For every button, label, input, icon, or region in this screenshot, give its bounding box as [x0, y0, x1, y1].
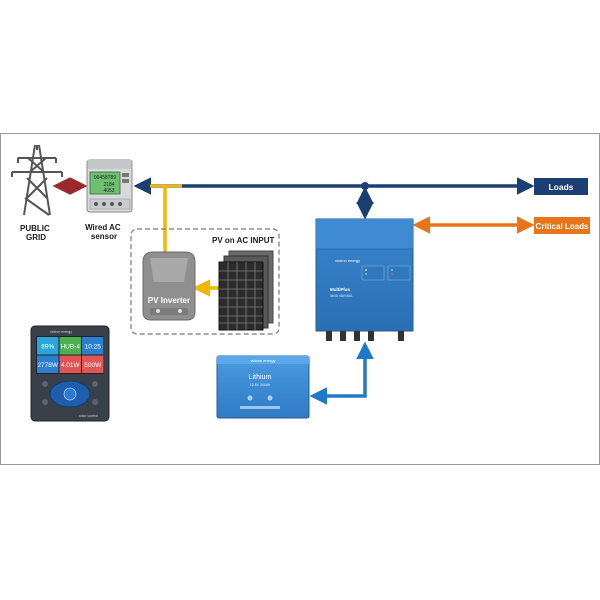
- loads-tag: [534, 178, 588, 195]
- gx-tile-value: HUB-4: [60, 343, 80, 350]
- pv-inverter-label: PV Inverter: [148, 296, 190, 305]
- gx-tile: [59, 337, 81, 355]
- solar-panel-icon: [218, 250, 274, 331]
- gx-tile-value: 4.01W: [61, 362, 81, 369]
- meter-line-3: 4053: [103, 188, 114, 194]
- critical-loads-tag: [534, 217, 590, 234]
- lithium-battery: victron energy Lithium 12.8V 200Ah: [216, 355, 310, 419]
- meter-line-1: 00458789: [94, 175, 116, 181]
- meter-display: [89, 171, 121, 195]
- pv-on-ac-input-box: [130, 228, 280, 335]
- gx-tile-value: 500W: [84, 362, 102, 369]
- power-pylon-icon: [11, 144, 63, 216]
- multiplus-name: MultiPlus: [330, 287, 350, 292]
- dc-battery-line: [309, 341, 374, 405]
- multiplus-spec: 3kVA 48V/35A: [330, 294, 353, 298]
- battery-brand: victron energy: [250, 358, 275, 363]
- ac-sensor-label: Wired AC sensor: [85, 223, 123, 241]
- gx-footer: color control: [79, 414, 98, 418]
- multiplus-inverter: victron energy MultiPlus 3kVA 48V/35A: [315, 218, 414, 341]
- gx-tile: [82, 337, 104, 355]
- pv-inverter: [142, 251, 196, 321]
- loads-label: Loads: [548, 182, 573, 192]
- bus-junction: [361, 182, 369, 190]
- multiplus-brand: victron energy: [335, 258, 360, 263]
- gx-brand: victron energy: [50, 330, 72, 334]
- gx-tile: [59, 355, 81, 373]
- battery-name: Lithium: [249, 374, 272, 381]
- energy-meter: 00458789 2184 4053: [86, 159, 133, 213]
- pv-ac-line: [150, 184, 182, 252]
- critical-loads-label: Critical Loads: [536, 222, 589, 231]
- gx-tile: [82, 355, 104, 373]
- gx-tile-value: 10:25: [85, 343, 102, 350]
- battery-spec: 12.8V 200Ah: [250, 383, 270, 387]
- gx-tile-value: 2778W: [37, 362, 58, 369]
- public-grid-label: PUBLIC GRID: [20, 224, 52, 242]
- gx-tile-value: 89%: [41, 343, 54, 350]
- meter-line-2: 2184: [103, 182, 114, 188]
- gx-tile: [37, 355, 59, 373]
- gx-tile: [37, 337, 59, 355]
- pv-on-ac-input-label: PV on AC INPUT: [212, 236, 274, 245]
